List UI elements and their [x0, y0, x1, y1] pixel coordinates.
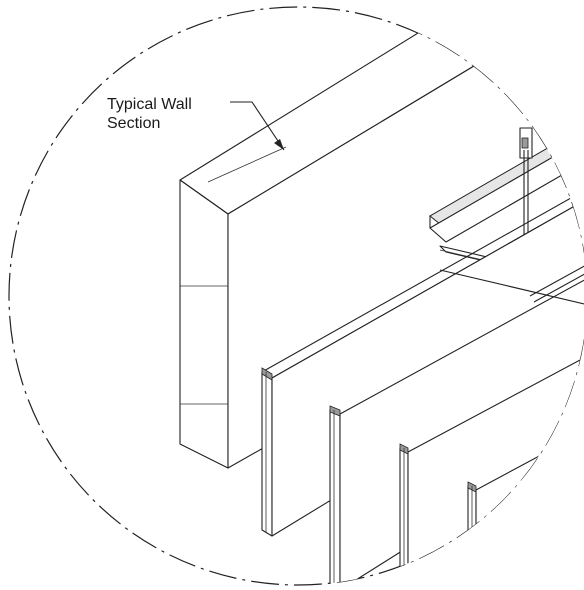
detail-boundary-circle — [8, 6, 584, 586]
callout-label: Typical Wall Section — [107, 95, 192, 133]
callout-line-1: Typical Wall — [107, 96, 192, 113]
callout-leader — [230, 101, 285, 151]
cross-rails — [439, 251, 584, 311]
callout-line-2: Section — [107, 115, 161, 132]
